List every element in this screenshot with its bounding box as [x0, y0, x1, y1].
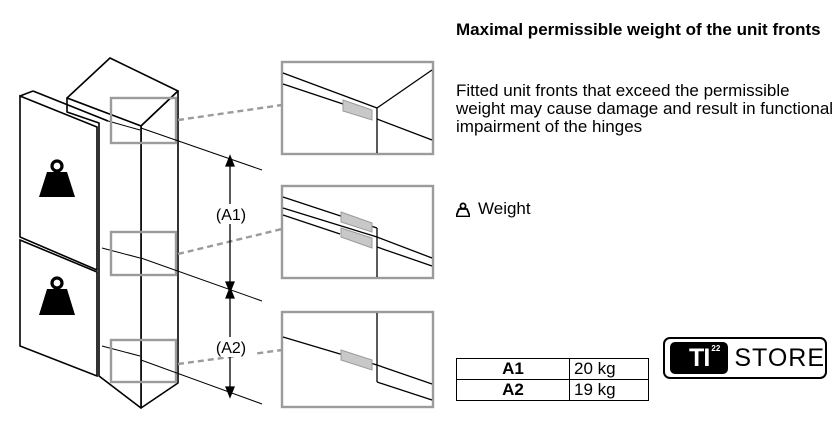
fridge-diagram: (A1) (A2)	[19, 57, 435, 409]
dimension-a1-label: (A1)	[216, 207, 246, 224]
logo-superscript: 22	[711, 344, 721, 353]
detail-view-middle	[280, 184, 435, 280]
row-value: 20 kg	[569, 358, 649, 380]
table-row: A1 20 kg	[456, 358, 649, 380]
logo-badge: TI 22	[670, 342, 729, 374]
weight-icon	[456, 202, 470, 217]
section-heading: Maximal permissible weight of the unit f…	[456, 20, 821, 39]
logo-word: STORE	[734, 343, 825, 372]
cabinet	[66, 57, 179, 409]
legend: Weight	[456, 199, 531, 219]
row-label: A1	[456, 358, 570, 380]
warning-paragraph: Fitted unit fronts that exceed the permi…	[456, 81, 834, 136]
detail-view-top	[280, 60, 435, 156]
detail-view-bottom	[280, 310, 435, 409]
store-logo: TI 22 STORE	[663, 337, 827, 379]
hinge-box-middle	[109, 230, 178, 277]
legend-label: Weight	[478, 199, 531, 218]
row-value: 19 kg	[569, 379, 649, 401]
weight-icon-bottom	[39, 276, 75, 315]
table-row: A2 19 kg	[456, 379, 649, 401]
weight-icon-top	[39, 159, 75, 197]
dimension-a2-label: (A2)	[216, 340, 246, 357]
weights-table: A1 20 kg A2 19 kg	[456, 358, 649, 401]
logo-badge-text: TI	[689, 343, 710, 372]
hinge-box-top	[109, 96, 178, 145]
row-label: A2	[456, 379, 570, 401]
hinge-box-bottom	[109, 338, 178, 384]
